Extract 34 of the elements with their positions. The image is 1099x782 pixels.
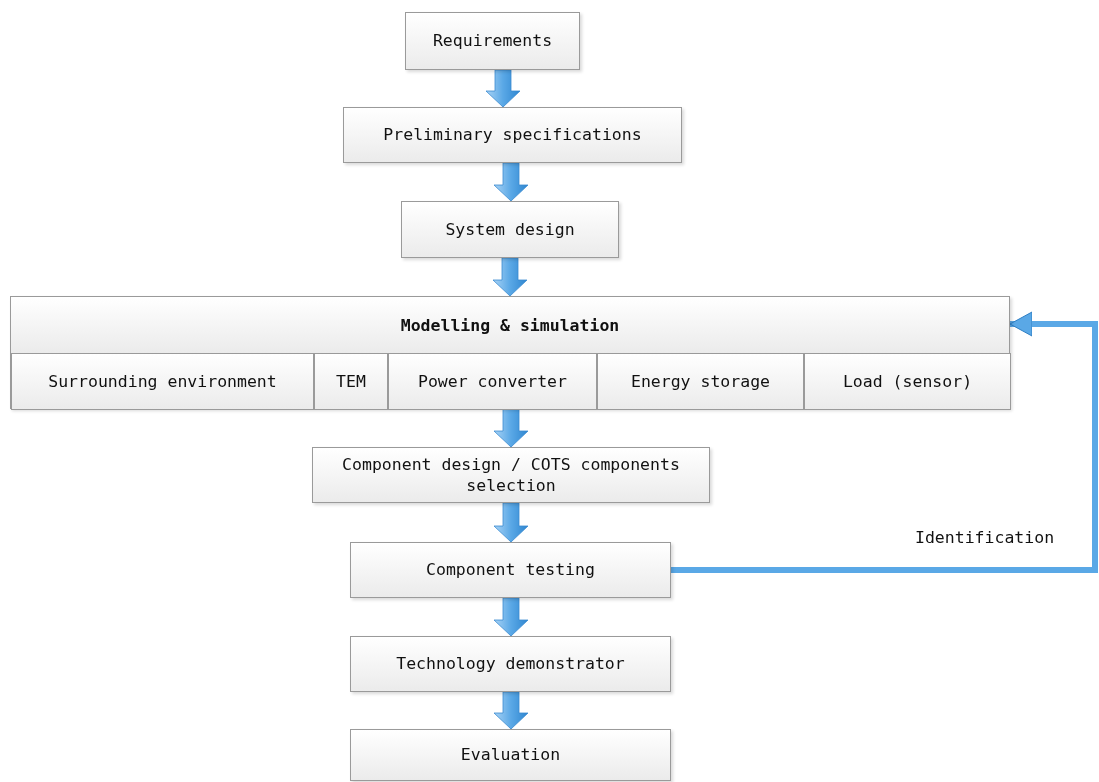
- box-label: Energy storage: [629, 370, 772, 393]
- component-cell: [804, 353, 1011, 410]
- component-cell: [388, 353, 597, 410]
- box-label: Component testing: [425, 559, 596, 581]
- block-arrow: [492, 257, 528, 297]
- box-label: System design: [444, 218, 576, 241]
- block-arrow: [493, 502, 529, 543]
- process-box: [312, 447, 710, 503]
- block-arrow: [493, 162, 529, 202]
- box-label: Evaluation: [459, 744, 562, 766]
- component-cell: [11, 353, 314, 410]
- box-label: Technology demonstrator: [395, 653, 626, 675]
- box-label: TEM: [335, 370, 367, 393]
- box-label: Component design / COTS components selection: [341, 453, 681, 497]
- process-box: [405, 12, 580, 70]
- process-box: [350, 542, 671, 598]
- feedback-arrow: [671, 311, 1098, 573]
- block-arrow: [485, 69, 521, 108]
- panel-heading: Modelling & simulation: [11, 297, 1009, 354]
- box-label: Load (sensor): [841, 370, 974, 393]
- box-label: Surrounding environment: [47, 370, 278, 393]
- component-cell: [314, 353, 388, 410]
- process-box: [350, 636, 671, 692]
- box-label: Preliminary specifications: [382, 124, 643, 146]
- process-box: [343, 107, 682, 163]
- group-panel: [10, 296, 1010, 409]
- box-label: Requirements: [431, 30, 554, 52]
- component-cell: [597, 353, 804, 410]
- process-box: [350, 729, 671, 781]
- block-arrow: [493, 597, 529, 637]
- process-box: [401, 201, 619, 258]
- block-arrow: [493, 691, 529, 730]
- box-label: Power converter: [417, 370, 568, 393]
- block-arrow: [493, 408, 529, 448]
